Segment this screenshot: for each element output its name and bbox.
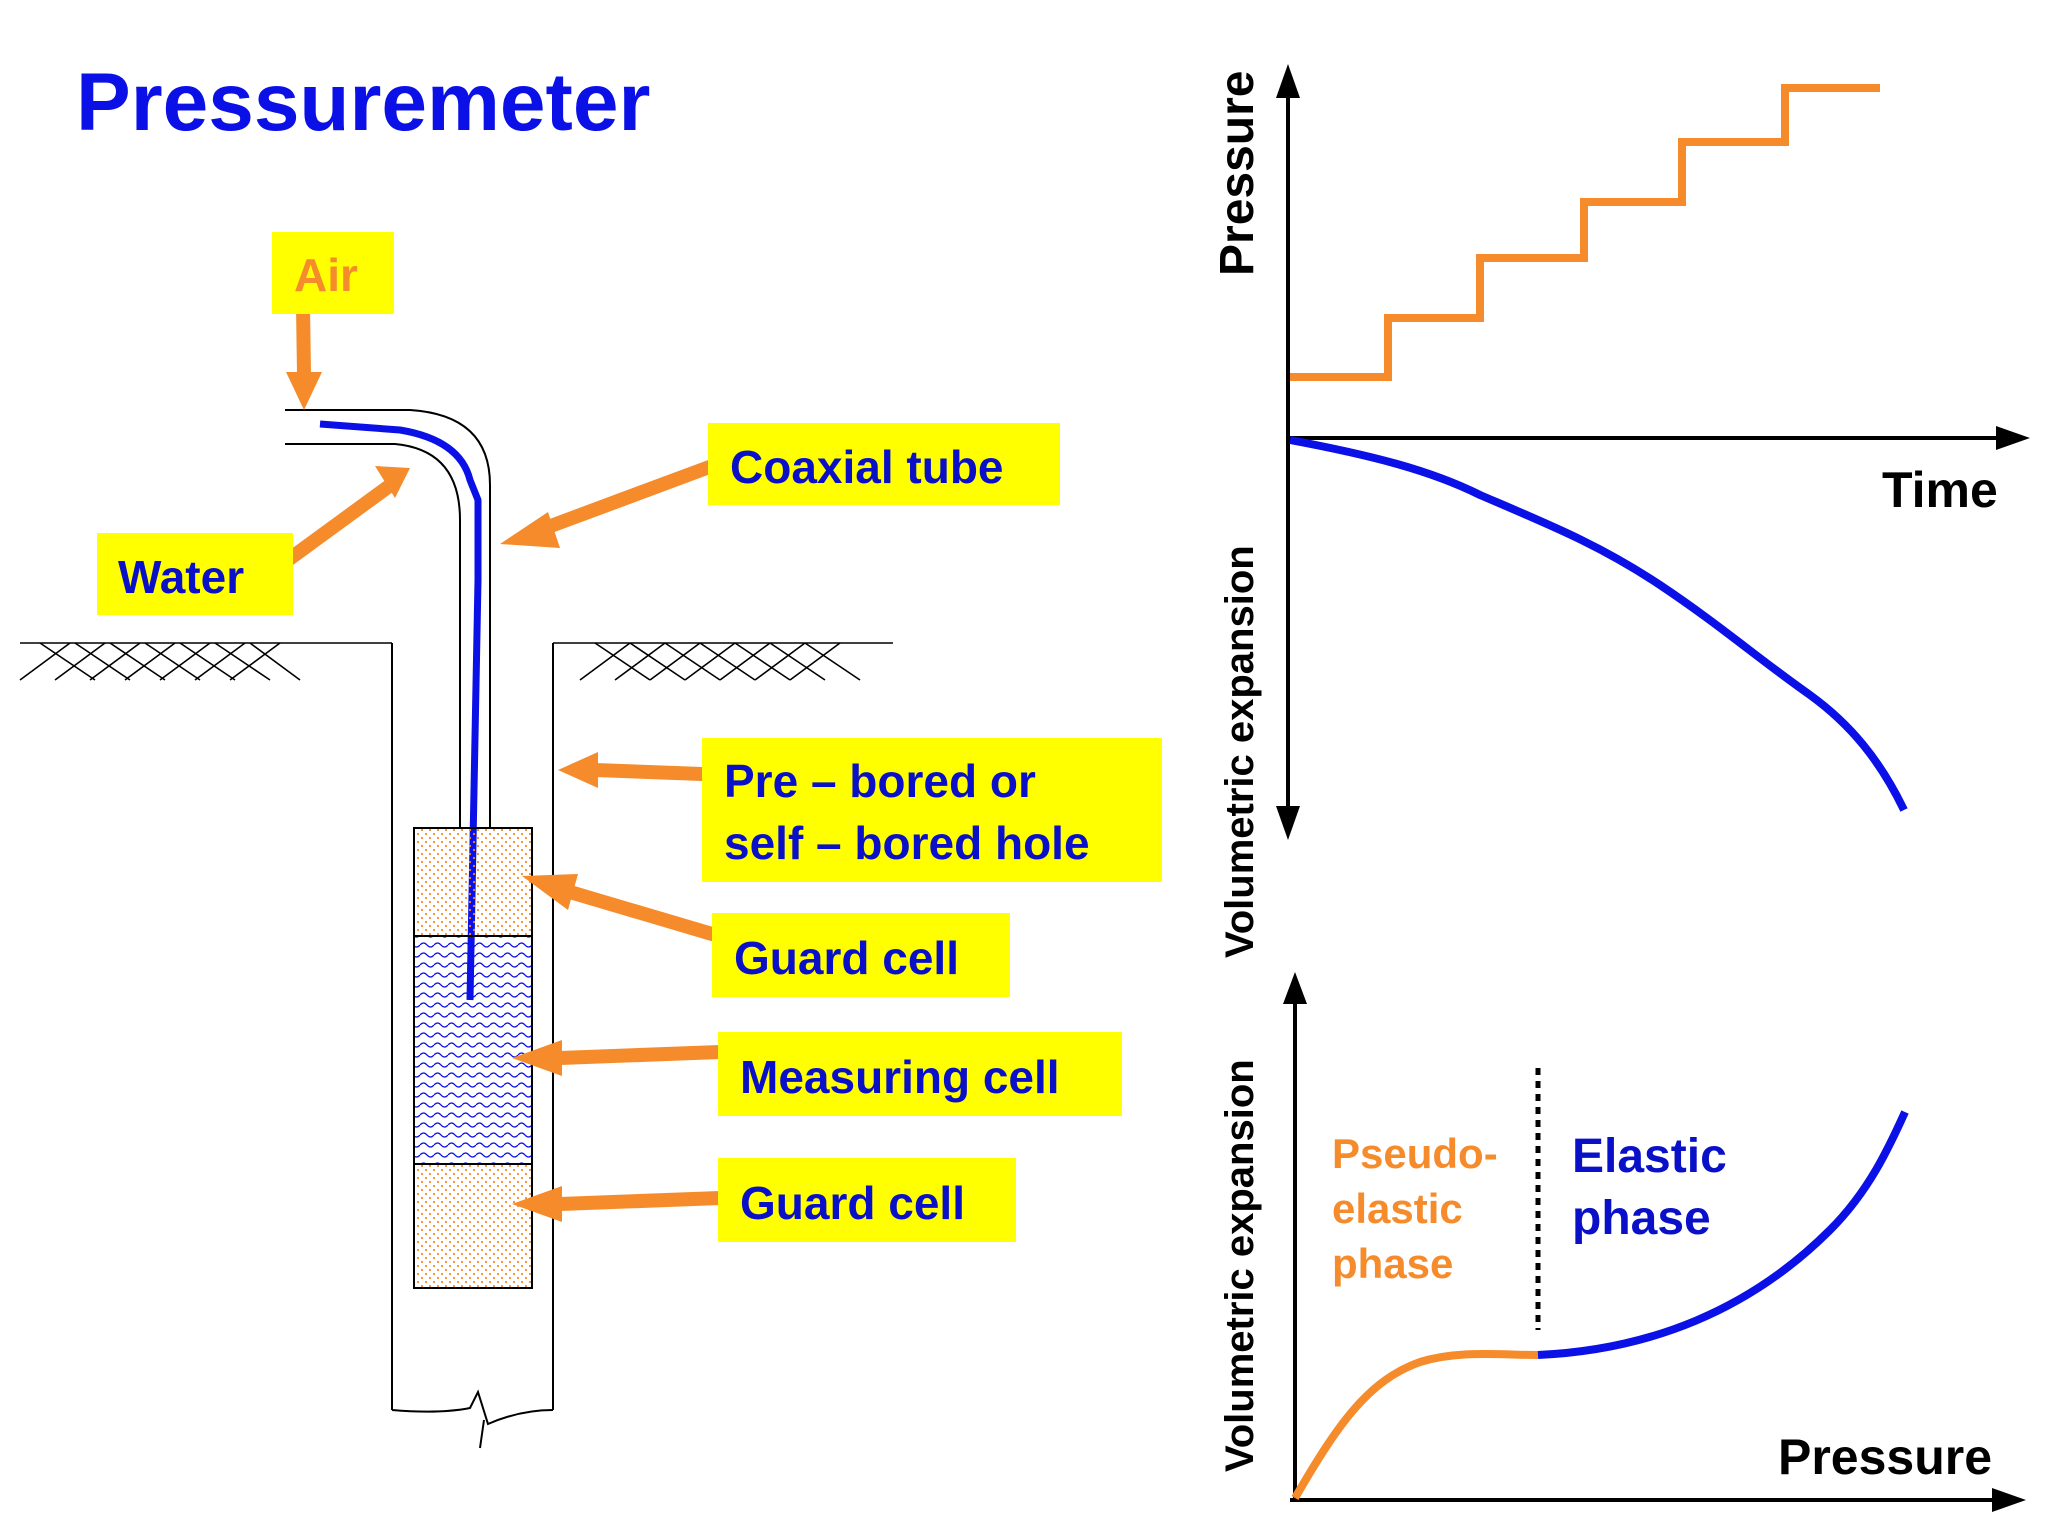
pointer-arrows <box>281 299 727 1222</box>
bottom-chart-x-label: Pressure <box>1778 1429 1993 1485</box>
ground-left <box>19 642 392 681</box>
pressure-steps-line <box>1290 84 1880 381</box>
measuring-cell-label: Measuring cell <box>740 1051 1060 1103</box>
hole-label-line1: Pre – bored or <box>724 755 1036 807</box>
water-label: Water <box>118 551 245 603</box>
bottom-chart-y-label: Volumetric expansion <box>1218 1059 1262 1472</box>
guard-cell-top-label: Guard cell <box>734 932 959 984</box>
top-chart-y-label-volumetric: Volumetric expansion <box>1218 545 1262 958</box>
top-chart-y-label-pressure: Pressure <box>1211 70 1264 276</box>
phase-right-line2: phase <box>1572 1192 1711 1245</box>
phase-right-line1: Elastic <box>1572 1130 1727 1183</box>
air-label: Air <box>294 249 358 301</box>
guard-cell-bottom-label: Guard cell <box>740 1177 965 1229</box>
guard-cell-top-label-box <box>712 913 1010 997</box>
phase-left-line3: phase <box>1332 1240 1454 1287</box>
top-chart-axes <box>1276 64 2030 840</box>
phase-left-line1: Pseudo- <box>1332 1130 1498 1177</box>
guard-cell-bottom-label-box <box>718 1158 1016 1242</box>
coaxial-tube-label-box <box>708 423 1060 505</box>
guard-cell-top-shape <box>413 827 533 937</box>
pseudo-elastic-curve <box>1291 1349 1539 1500</box>
elastic-curve <box>1537 1110 1909 1359</box>
hole-label-box <box>702 738 1162 882</box>
coaxial-tube <box>285 409 491 828</box>
measuring-cell-shape <box>413 935 533 1165</box>
air-label-box <box>272 232 394 314</box>
bottom-chart-axes <box>1283 972 2026 1512</box>
ground-right <box>553 642 893 681</box>
guard-cell-bottom-shape <box>413 1163 533 1289</box>
borehole <box>391 643 554 1449</box>
water-label-box <box>97 533 293 615</box>
top-chart-x-label: Time <box>1882 462 1998 518</box>
volumetric-expansion-curve <box>1289 436 1908 812</box>
page-title: Pressuremeter <box>76 57 651 148</box>
coaxial-tube-label: Coaxial tube <box>730 441 1004 493</box>
measuring-cell-label-box <box>718 1032 1122 1116</box>
phase-left-line2: elastic <box>1332 1185 1463 1232</box>
hole-label-line2: self – bored hole <box>724 817 1090 869</box>
water-line <box>319 420 482 1001</box>
